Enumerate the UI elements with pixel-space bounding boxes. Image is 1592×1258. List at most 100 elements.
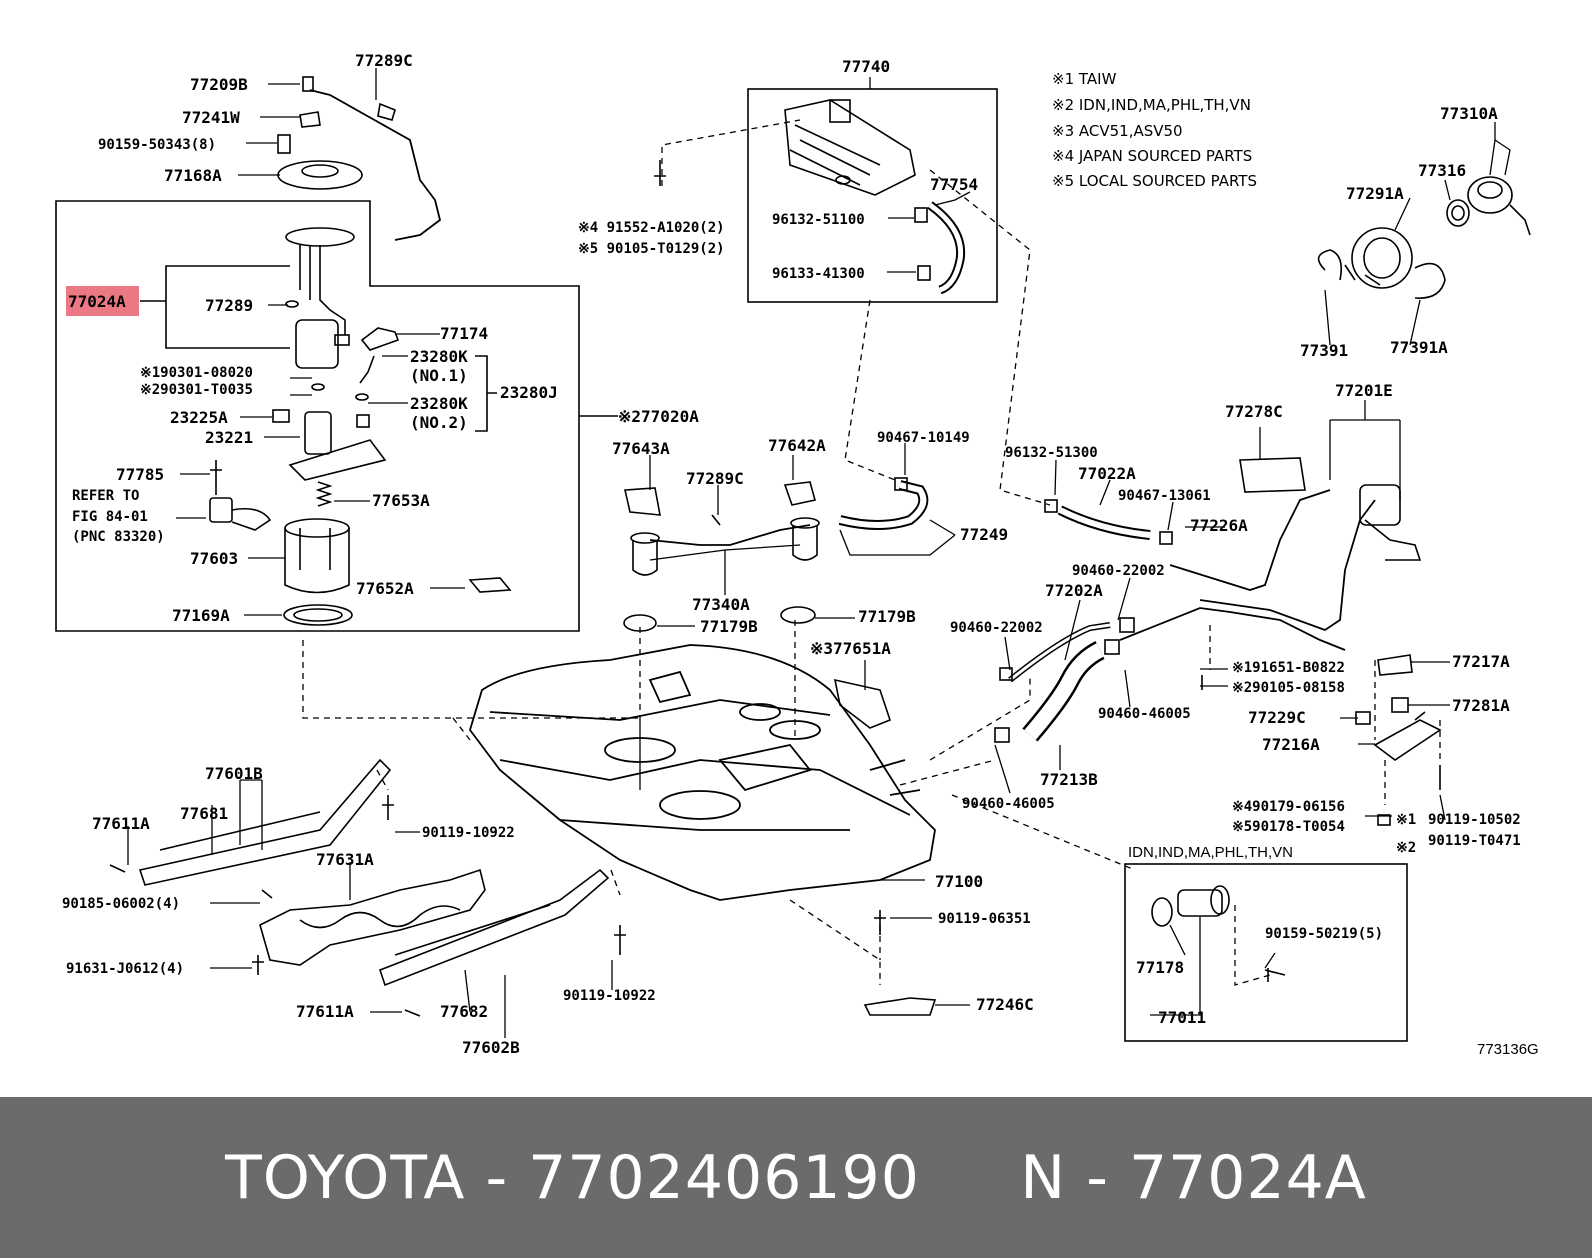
label-77022A[interactable]: 77022A — [1078, 464, 1136, 483]
legend-line-4: ※4 JAPAN SOURCED PARTS — [1052, 147, 1252, 165]
label-90185-06002[interactable]: 90185-06002(4) — [62, 896, 180, 912]
label-90467-10149[interactable]: 90467-10149 — [877, 430, 970, 446]
label-90179-06156[interactable]: ※490179-06156 — [1232, 799, 1345, 815]
label-90460-22002-b[interactable]: 90460-22002 — [950, 620, 1043, 636]
label-77226A[interactable]: 77226A — [1190, 516, 1248, 535]
label-77213B[interactable]: 77213B — [1040, 770, 1098, 789]
label-90119-10502[interactable]: 90119-10502 — [1428, 812, 1521, 828]
label-77652A[interactable]: 77652A — [356, 579, 414, 598]
label-marker-1: ※1 — [1396, 812, 1416, 828]
label-90460-46005-a[interactable]: 90460-46005 — [1098, 706, 1191, 722]
label-77643A[interactable]: 77643A — [612, 439, 670, 458]
bracket-23280J — [475, 355, 497, 432]
label-90460-46005-b[interactable]: 90460-46005 — [962, 796, 1055, 812]
label-77289C[interactable]: 77289C — [355, 51, 413, 70]
label-90301-08020[interactable]: ※190301-08020 — [140, 365, 253, 381]
label-77391A[interactable]: 77391A — [1390, 338, 1448, 357]
label-77246C[interactable]: 77246C — [976, 995, 1034, 1014]
label-77651A[interactable]: ※377651A — [810, 639, 891, 658]
label-77681[interactable]: 77681 — [180, 804, 228, 823]
label-90178-T0054[interactable]: ※590178-T0054 — [1232, 819, 1345, 835]
label-77249[interactable]: 77249 — [960, 525, 1008, 544]
label-77278C[interactable]: 77278C — [1225, 402, 1283, 421]
label-77179B-b[interactable]: 77179B — [858, 607, 916, 626]
label-77241W[interactable]: 77241W — [182, 108, 240, 127]
label-77603[interactable]: 77603 — [190, 549, 238, 568]
label-fig-84-01: FIG 84-01 — [72, 509, 148, 525]
label-23280K-2[interactable]: 23280K — [410, 394, 468, 413]
bracket-77024A — [140, 265, 290, 349]
label-77201E[interactable]: 77201E — [1335, 381, 1393, 400]
label-77601B[interactable]: 77601B — [205, 764, 263, 783]
label-96132-51100[interactable]: 96132-51100 — [772, 212, 865, 228]
label-90159-50343[interactable]: 90159-50343(8) — [98, 137, 216, 153]
label-23280J[interactable]: 23280J — [500, 383, 558, 402]
label-77391[interactable]: 77391 — [1300, 341, 1348, 360]
leader-lines — [127, 68, 1511, 1038]
label-77316[interactable]: 77316 — [1418, 161, 1466, 180]
label-77174[interactable]: 77174 — [440, 324, 488, 343]
label-90159-50219[interactable]: 90159-50219(5) — [1265, 926, 1383, 942]
label-91631-J0612[interactable]: 91631-J0612(4) — [66, 961, 184, 977]
diagram-code: 773136G — [1477, 1041, 1539, 1058]
label-77229C[interactable]: 77229C — [1248, 708, 1306, 727]
label-77100[interactable]: 77100 — [935, 872, 983, 891]
footer-text: TOYOTA - 7702406190 N - 77024A — [225, 1142, 1367, 1213]
label-96132-51300[interactable]: 96132-51300 — [1005, 445, 1098, 461]
label-77281A[interactable]: 77281A — [1452, 696, 1510, 715]
canister-frame — [747, 88, 998, 303]
label-no2: (NO.2) — [410, 413, 468, 432]
parts-diagram: 77289C 77209B 77241W 90159-50343(8) 7716… — [55, 51, 1539, 1058]
label-77178[interactable]: 77178 — [1136, 958, 1184, 977]
label-90460-22002-a[interactable]: 90460-22002 — [1072, 563, 1165, 579]
label-77642A[interactable]: 77642A — [768, 436, 826, 455]
label-90119-06351[interactable]: 90119-06351 — [938, 911, 1031, 927]
label-77602B[interactable]: 77602B — [462, 1038, 520, 1057]
label-90105-T0129[interactable]: ※5 90105-T0129(2) — [578, 241, 725, 257]
label-refer-to: REFER TO — [72, 488, 139, 504]
label-77611A-b[interactable]: 77611A — [296, 1002, 354, 1021]
label-77169A[interactable]: 77169A — [172, 606, 230, 625]
label-77011[interactable]: 77011 — [1158, 1008, 1206, 1027]
pipes — [309, 89, 1376, 742]
label-77179B-a[interactable]: 77179B — [700, 617, 758, 636]
label-77168A[interactable]: 77168A — [164, 166, 222, 185]
label-96133-41300[interactable]: 96133-41300 — [772, 266, 865, 282]
label-77785[interactable]: 77785 — [116, 465, 164, 484]
label-90119-10922-b[interactable]: 90119-10922 — [563, 988, 656, 1004]
label-77020A[interactable]: ※277020A — [618, 407, 699, 426]
label-23221[interactable]: 23221 — [205, 428, 253, 447]
label-77682[interactable]: 77682 — [440, 1002, 488, 1021]
label-77216A[interactable]: 77216A — [1262, 735, 1320, 754]
legend-line-1: ※1 TAIW — [1052, 70, 1117, 88]
label-90301-T0035[interactable]: ※290301-T0035 — [140, 382, 253, 398]
label-77291A[interactable]: 77291A — [1346, 184, 1404, 203]
label-77217A[interactable]: 77217A — [1452, 652, 1510, 671]
label-77209B[interactable]: 77209B — [190, 75, 248, 94]
label-77289[interactable]: 77289 — [205, 296, 253, 315]
label-77289C-2[interactable]: 77289C — [686, 469, 744, 488]
label-77754[interactable]: 77754 — [930, 175, 978, 194]
label-91552-A1020[interactable]: ※4 91552-A1020(2) — [578, 220, 725, 236]
label-77024A[interactable]: 77024A — [68, 292, 126, 311]
label-77611A-a[interactable]: 77611A — [92, 814, 150, 833]
label-91651-B0822[interactable]: ※191651-B0822 — [1232, 660, 1345, 676]
label-90119-10922-a[interactable]: 90119-10922 — [422, 825, 515, 841]
label-77631A[interactable]: 77631A — [316, 850, 374, 869]
label-23280K-1[interactable]: 23280K — [410, 347, 468, 366]
label-90467-13061[interactable]: 90467-13061 — [1118, 488, 1211, 504]
inset-title: IDN,IND,MA,PHL,TH,VN — [1128, 844, 1293, 861]
label-23225A[interactable]: 23225A — [170, 408, 228, 427]
legend-line-5: ※5 LOCAL SOURCED PARTS — [1052, 172, 1257, 190]
label-77653A[interactable]: 77653A — [372, 491, 430, 510]
label-77340A[interactable]: 77340A — [692, 595, 750, 614]
label-77202A[interactable]: 77202A — [1045, 581, 1103, 600]
legend: ※1 TAIW ※2 IDN,IND,MA,PHL,TH,VN ※3 ACV51… — [1052, 70, 1257, 190]
label-pnc-83320: (PNC 83320) — [72, 529, 165, 545]
legend-line-3: ※3 ACV51,ASV50 — [1052, 122, 1183, 140]
label-90119-T0471[interactable]: 90119-T0471 — [1428, 833, 1521, 849]
label-77310A[interactable]: 77310A — [1440, 104, 1498, 123]
label-77740[interactable]: 77740 — [842, 57, 890, 76]
label-90105-08158[interactable]: ※290105-08158 — [1232, 680, 1345, 696]
frames — [55, 88, 1408, 1042]
